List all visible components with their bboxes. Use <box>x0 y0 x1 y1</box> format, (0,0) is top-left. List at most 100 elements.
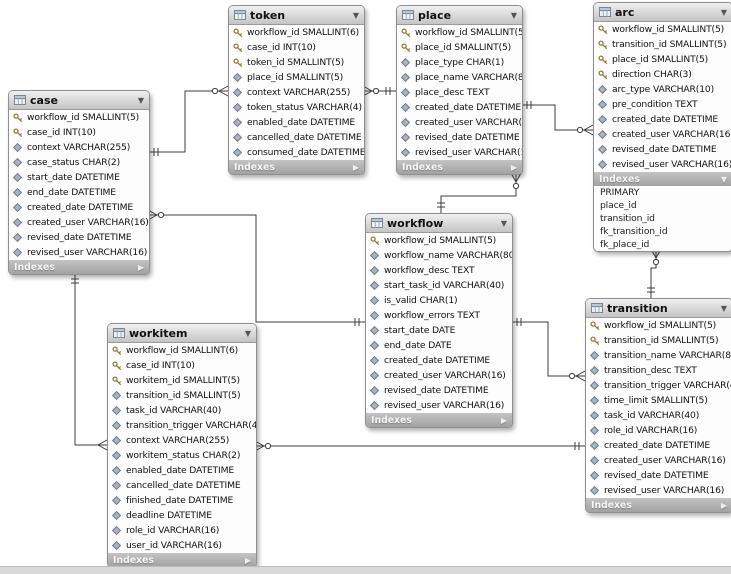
index-row[interactable]: fk_transition_id <box>594 225 731 238</box>
column-row[interactable]: task_id VARCHAR(40) <box>108 403 256 418</box>
relationship-case-workitem[interactable] <box>71 273 108 451</box>
column-row[interactable]: token_id SMALLINT(5) <box>229 55 364 70</box>
column-row[interactable]: task_id VARCHAR(40) <box>586 408 731 423</box>
table-header-case[interactable]: case▼ <box>9 91 149 110</box>
chevron-down-icon[interactable]: ▼ <box>500 218 507 228</box>
column-row[interactable]: is_valid CHAR(1) <box>366 293 512 308</box>
er-table-workflow[interactable]: workflow▼workflow_id SMALLINT(5)workflow… <box>365 213 513 428</box>
column-row[interactable]: context VARCHAR(255) <box>229 85 364 100</box>
column-row[interactable]: start_date DATE <box>366 323 512 338</box>
table-header-place[interactable]: place▼ <box>397 6 522 25</box>
relationship-place-arc[interactable] <box>521 101 594 136</box>
indexes-bar[interactable]: Indexes▶ <box>229 160 364 174</box>
column-row[interactable]: created_date DATETIME <box>594 112 731 127</box>
chevron-down-icon[interactable]: ▼ <box>720 174 727 184</box>
table-header-token[interactable]: token▼ <box>229 6 364 25</box>
chevron-right-icon[interactable]: ▶ <box>500 415 507 425</box>
column-row[interactable]: revised_date DATETIME <box>586 468 731 483</box>
column-row[interactable]: place_id SMALLINT(5) <box>229 70 364 85</box>
table-header-workitem[interactable]: workitem▼ <box>108 324 256 343</box>
column-row[interactable]: created_user VARCHAR(16) <box>594 127 731 142</box>
relationship-case-token[interactable] <box>148 85 229 156</box>
chevron-down-icon[interactable]: ▼ <box>137 95 144 105</box>
column-row[interactable]: enabled_date DATETIME <box>108 463 256 478</box>
column-row[interactable]: place_name VARCHAR(80) <box>397 70 522 85</box>
indexes-bar[interactable]: Indexes▶ <box>9 260 149 274</box>
column-row[interactable]: finished_date DATETIME <box>108 493 256 508</box>
column-row[interactable]: revised_user VARCHAR(16) <box>9 245 149 260</box>
column-row[interactable]: place_desc TEXT <box>397 85 522 100</box>
indexes-bar[interactable]: Indexes▶ <box>397 160 522 174</box>
column-row[interactable]: case_id INT(10) <box>229 40 364 55</box>
column-row[interactable]: transition_name VARCHAR(80) <box>586 348 731 363</box>
column-row[interactable]: end_date DATE <box>366 338 512 353</box>
column-row[interactable]: place_id SMALLINT(5) <box>594 52 731 67</box>
column-row[interactable]: revised_user VARCHAR(16) <box>586 483 731 498</box>
column-row[interactable]: revised_user VARCHAR(16) <box>594 157 731 172</box>
er-table-token[interactable]: token▼workflow_id SMALLINT(6)case_id INT… <box>228 5 365 175</box>
indexes-bar[interactable]: Indexes▶ <box>366 413 512 427</box>
column-row[interactable]: workflow_errors TEXT <box>366 308 512 323</box>
column-row[interactable]: end_date DATETIME <box>9 185 149 200</box>
column-row[interactable]: role_id VARCHAR(16) <box>108 523 256 538</box>
column-row[interactable]: transition_desc TEXT <box>586 363 731 378</box>
column-row[interactable]: workflow_id SMALLINT(5) <box>397 25 522 40</box>
column-row[interactable]: workitem_status CHAR(2) <box>108 448 256 463</box>
chevron-right-icon[interactable]: ▶ <box>137 262 144 272</box>
relationship-place-workflow[interactable] <box>437 172 522 213</box>
column-row[interactable]: place_type CHAR(1) <box>397 55 522 70</box>
indexes-bar[interactable]: Indexes▶ <box>586 498 731 512</box>
column-row[interactable]: time_limit SMALLINT(5) <box>586 393 731 408</box>
er-table-workitem[interactable]: workitem▼workflow_id SMALLINT(6)case_id … <box>107 323 257 568</box>
relationship-arc-transition[interactable] <box>647 248 662 298</box>
column-row[interactable]: created_user VARCHAR(16) <box>586 453 731 468</box>
column-row[interactable]: start_date DATETIME <box>9 170 149 185</box>
column-row[interactable]: transition_trigger VARCHAR(4) <box>586 378 731 393</box>
relationship-workitem-transition[interactable] <box>254 440 585 452</box>
column-row[interactable]: transition_id SMALLINT(5) <box>594 37 731 52</box>
column-row[interactable]: transition_id SMALLINT(5) <box>108 388 256 403</box>
chevron-down-icon[interactable]: ▼ <box>244 328 251 338</box>
column-row[interactable]: created_user VARCHAR(16) <box>366 368 512 383</box>
column-row[interactable]: workitem_id SMALLINT(5) <box>108 373 256 388</box>
index-row[interactable]: PRIMARY <box>594 186 731 199</box>
indexes-bar[interactable]: Indexes▶ <box>108 553 256 567</box>
chevron-down-icon[interactable]: ▼ <box>720 7 727 17</box>
column-row[interactable]: revised_user VARCHAR(16) <box>397 145 522 160</box>
relationship-token-place[interactable] <box>362 85 396 97</box>
er-table-place[interactable]: place▼workflow_id SMALLINT(5)place_id SM… <box>396 5 523 175</box>
chevron-right-icon[interactable]: ▶ <box>352 162 359 172</box>
indexes-bar[interactable]: Indexes▼ <box>594 172 731 186</box>
column-row[interactable]: transition_trigger VARCHAR(4) <box>108 418 256 433</box>
column-row[interactable]: case_id INT(10) <box>108 358 256 373</box>
column-row[interactable]: workflow_id SMALLINT(6) <box>108 343 256 358</box>
column-row[interactable]: created_date DATETIME <box>586 438 731 453</box>
column-row[interactable]: workflow_name VARCHAR(80) <box>366 248 512 263</box>
chevron-down-icon[interactable]: ▼ <box>352 10 359 20</box>
index-row[interactable]: fk_place_id <box>594 238 731 251</box>
column-row[interactable]: workflow_id SMALLINT(5) <box>586 318 731 333</box>
column-row[interactable]: role_id VARCHAR(16) <box>586 423 731 438</box>
column-row[interactable]: case_status CHAR(2) <box>9 155 149 170</box>
relationship-case-workflow[interactable] <box>147 209 365 326</box>
chevron-right-icon[interactable]: ▶ <box>244 555 251 565</box>
column-row[interactable]: workflow_desc TEXT <box>366 263 512 278</box>
chevron-down-icon[interactable]: ▼ <box>510 10 517 20</box>
column-row[interactable]: arc_type VARCHAR(10) <box>594 82 731 97</box>
index-row[interactable]: transition_id <box>594 212 731 225</box>
column-row[interactable]: cancelled_date DATETIME <box>229 130 364 145</box>
er-table-case[interactable]: case▼workflow_id SMALLINT(5)case_id INT(… <box>8 90 150 275</box>
table-header-workflow[interactable]: workflow▼ <box>366 214 512 233</box>
table-header-arc[interactable]: arc▼ <box>594 3 731 22</box>
column-row[interactable]: created_user VARCHAR(16) <box>9 215 149 230</box>
column-row[interactable]: cancelled_date DATETIME <box>108 478 256 493</box>
chevron-right-icon[interactable]: ▶ <box>510 162 517 172</box>
column-row[interactable]: pre_condition TEXT <box>594 97 731 112</box>
column-row[interactable]: workflow_id SMALLINT(5) <box>594 22 731 37</box>
er-table-transition[interactable]: transition▼workflow_id SMALLINT(5) transi… <box>585 298 731 513</box>
table-header-transition[interactable]: transition▼ <box>586 299 731 318</box>
column-row[interactable]: created_date DATETIME <box>397 100 522 115</box>
column-row[interactable]: created_date DATETIME <box>9 200 149 215</box>
column-row[interactable]: context VARCHAR(255) <box>108 433 256 448</box>
column-row[interactable]: workflow_id SMALLINT(5) <box>366 233 512 248</box>
